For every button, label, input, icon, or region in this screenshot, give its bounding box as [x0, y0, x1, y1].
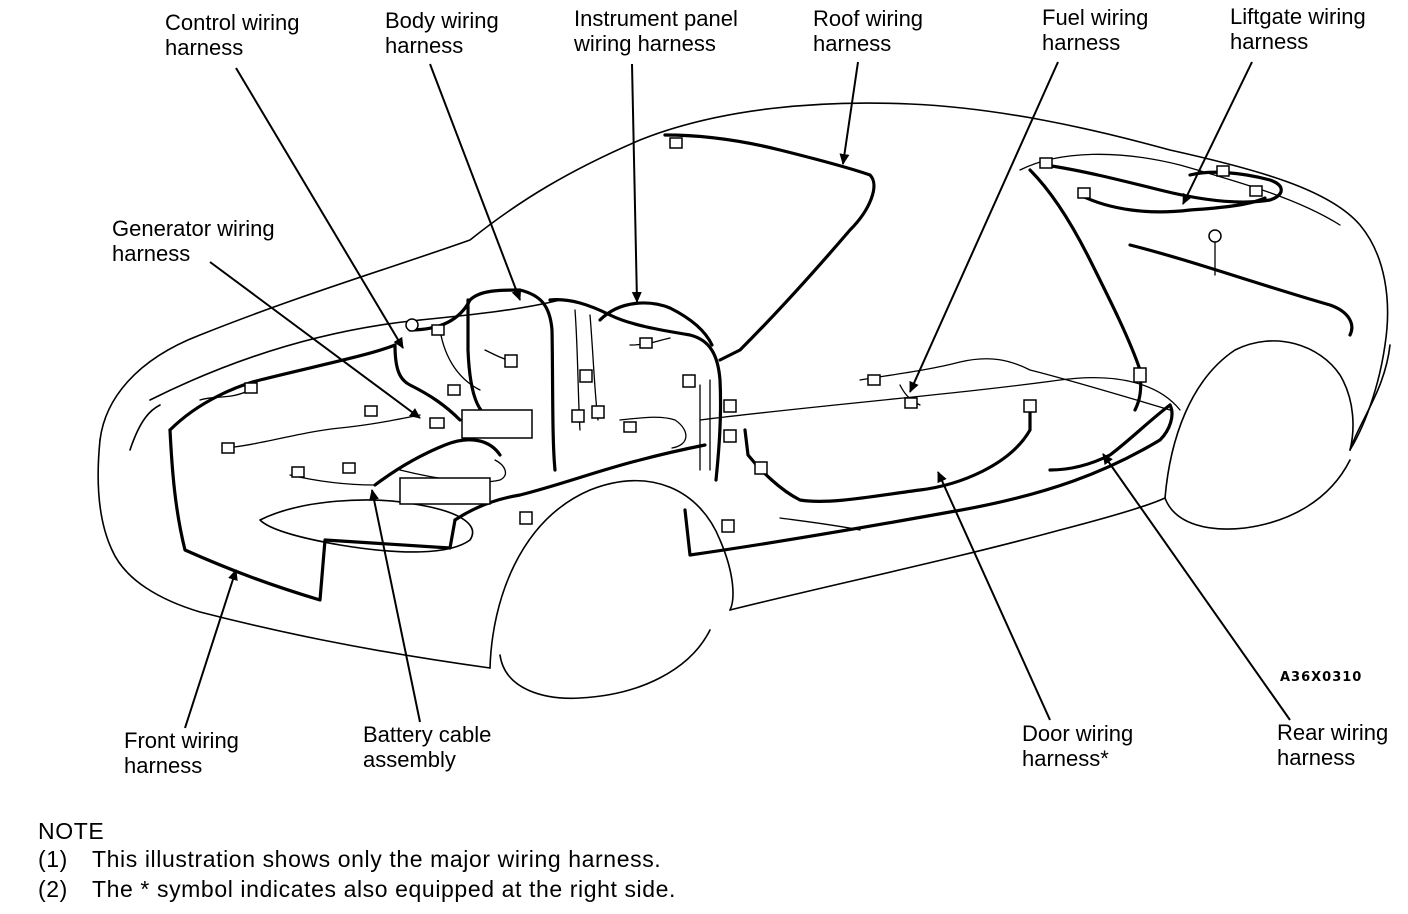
leader-control	[235, 67, 404, 349]
connector	[723, 399, 737, 413]
label-line: harness	[1277, 745, 1356, 770]
label-roof-wiring-harness: Roof wiring harness	[813, 6, 923, 56]
label-line: harness*	[1022, 746, 1109, 771]
note-item-number: (2)	[38, 876, 68, 902]
connector	[721, 519, 735, 533]
connector	[904, 397, 918, 409]
connector	[623, 421, 637, 433]
connector	[429, 417, 445, 429]
label-line: Liftgate wiring	[1230, 4, 1366, 29]
connector	[682, 374, 696, 388]
note-item-text: This illustration shows only the major w…	[92, 846, 662, 872]
connector	[867, 374, 881, 386]
connector	[1208, 229, 1222, 243]
connector	[504, 354, 518, 368]
label-line: Generator wiring	[112, 216, 275, 241]
note-item-2: (2) The * symbol indicates also equipped …	[38, 876, 676, 903]
figure-code: A36X0310	[1280, 670, 1363, 685]
connector	[639, 337, 653, 349]
label-line: Roof wiring	[813, 6, 924, 31]
connector	[754, 461, 768, 475]
leader-instrument	[631, 63, 642, 303]
label-line: harness	[165, 35, 244, 60]
connector	[571, 409, 585, 423]
leader-fuel	[909, 61, 1059, 393]
label-battery-cable-assembly: Battery cable assembly	[363, 722, 491, 772]
leader-door	[937, 471, 1051, 721]
label-line: harness	[385, 33, 464, 58]
connector	[342, 462, 356, 474]
label-line: harness	[813, 31, 892, 56]
connector	[221, 442, 235, 454]
connector	[364, 405, 378, 417]
connector	[1133, 367, 1147, 383]
connector	[723, 429, 737, 443]
label-body-wiring-harness: Body wiring harness	[385, 8, 499, 58]
connector	[1077, 187, 1091, 199]
connector	[1249, 185, 1263, 197]
label-generator-wiring-harness: Generator wiring harness	[112, 216, 275, 266]
label-line: harness	[1042, 30, 1121, 55]
battery-box	[461, 409, 533, 439]
leader-rear	[1102, 453, 1291, 721]
label-liftgate-wiring-harness: Liftgate wiring harness	[1230, 4, 1366, 54]
label-line: Battery cable	[363, 722, 492, 747]
connector	[244, 382, 258, 394]
label-line: Front wiring	[124, 728, 239, 753]
label-line: Control wiring	[165, 10, 300, 35]
connectors	[221, 137, 1263, 533]
connector	[1039, 157, 1053, 169]
label-control-wiring-harness: Control wiring harness	[165, 10, 300, 60]
label-line: Rear wiring	[1277, 720, 1389, 745]
label-fuel-wiring-harness: Fuel wiring harness	[1042, 5, 1148, 55]
label-line: harness	[112, 241, 191, 266]
label-line: Body wiring	[385, 8, 499, 33]
leader-body	[429, 63, 522, 301]
label-line: wiring harness	[574, 31, 716, 56]
label-door-wiring-harness: Door wiring harness*	[1022, 721, 1133, 771]
battery	[399, 477, 491, 505]
note-item-1: (1) This illustration shows only the majo…	[38, 846, 661, 873]
label-line: harness	[1230, 29, 1309, 54]
connector	[669, 137, 683, 149]
connector	[519, 511, 533, 525]
label-line: Door wiring	[1022, 721, 1134, 746]
label-rear-wiring-harness: Rear wiring harness	[1277, 720, 1388, 770]
leader-generator	[209, 261, 421, 419]
label-line: assembly	[363, 747, 456, 772]
leader-lines	[184, 61, 1291, 729]
car-body-outline	[97, 102, 1391, 700]
label-instrument-panel-wiring-harness: Instrument panel wiring harness	[574, 6, 738, 56]
connector	[579, 369, 593, 383]
leader-liftgate	[1182, 61, 1253, 205]
note-item-text: The * symbol indicates also equipped at …	[92, 876, 677, 902]
note-item-number: (1)	[38, 846, 68, 872]
connector	[291, 466, 305, 478]
connector	[431, 324, 445, 336]
leader-roof	[839, 61, 859, 165]
connector	[591, 405, 605, 419]
leader-battery	[369, 489, 421, 723]
harness-lines	[168, 133, 1354, 602]
connector	[405, 318, 419, 332]
label-line: Instrument panel	[574, 6, 738, 31]
connector	[447, 384, 461, 396]
label-line: harness	[124, 753, 203, 778]
leader-front	[184, 569, 238, 729]
note-title: NOTE	[38, 818, 105, 844]
label-line: Fuel wiring	[1042, 5, 1149, 30]
label-front-wiring-harness: Front wiring harness	[124, 728, 239, 778]
connector	[1023, 399, 1037, 413]
connector	[1216, 165, 1230, 177]
